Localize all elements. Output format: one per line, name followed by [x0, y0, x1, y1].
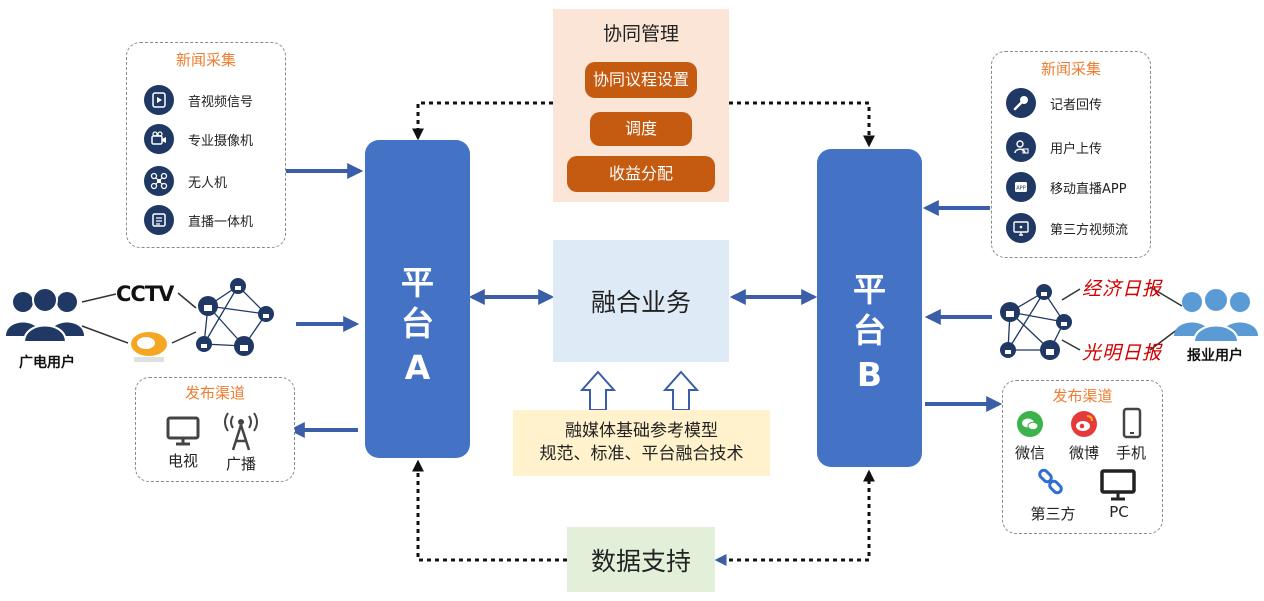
left-news-item: 无人机 — [144, 166, 227, 196]
pc-label: PC — [1109, 503, 1129, 521]
right-news-item: 用户上传 — [1006, 132, 1102, 162]
left-news-item: 直播一体机 — [144, 205, 253, 235]
platform-b: 平 台 B — [817, 149, 922, 467]
broadcast-users-icon — [6, 284, 84, 346]
link-icon — [1036, 467, 1066, 501]
right-network-icon — [994, 282, 1076, 370]
reference-model-line2: 规范、标准、平台融合技术 — [539, 444, 744, 464]
coordination-title: 协同管理 — [602, 23, 679, 45]
data-to-platform-a-link — [412, 459, 567, 562]
drone-icon — [144, 166, 174, 196]
data-support-box: 数据支持 — [567, 527, 715, 592]
right-publish-title: 发布渠道 — [1052, 387, 1113, 405]
coordination-panel: 协同管理 协同议程设置 调度 收益分配 — [553, 9, 729, 202]
right-news-item: 第三方视频流 — [1006, 213, 1128, 243]
fusion-business-box: 融合业务 — [553, 240, 729, 362]
right-news-item: APP 移动直播APP — [1006, 172, 1127, 202]
user-upload-icon — [1006, 132, 1036, 162]
right-news-title: 新闻采集 — [1040, 60, 1101, 78]
platform-a: 平 台 A — [365, 140, 470, 458]
revenue-sharing-pill: 收益分配 — [567, 156, 715, 192]
left-publish-panel: 发布渠道 电视 广播 — [135, 377, 295, 482]
tv-icon — [166, 416, 200, 450]
data-to-platform-b-link — [714, 469, 875, 566]
economic-daily-logo: 经济日报 — [1082, 278, 1163, 300]
ref-up-arrow-right — [662, 370, 700, 411]
tv-label: 电视 — [167, 452, 198, 470]
cctv-logo: CCTV — [116, 281, 180, 309]
right-news-item: 记者回传 — [1006, 88, 1102, 118]
coord-to-platform-a-link — [412, 101, 553, 141]
antenna-icon — [221, 412, 261, 456]
reference-model-line1: 融媒体基础参考模型 — [565, 421, 718, 441]
press-users-label: 报业用户 — [1187, 348, 1243, 364]
weibo-label: 微博 — [1068, 444, 1099, 462]
broadcast-users-label: 广电用户 — [19, 355, 75, 371]
phone-label: 手机 — [1115, 444, 1146, 462]
wechat-label: 微信 — [1014, 444, 1045, 462]
left-network-icon — [190, 278, 276, 366]
reference-model-box: 融媒体基础参考模型 规范、标准、平台融合技术 — [513, 410, 770, 476]
microphone-icon — [1006, 88, 1036, 118]
monitor-icon — [1100, 469, 1136, 505]
left-news-item: 专业摄像机 — [144, 124, 253, 154]
app-icon: APP — [1006, 172, 1036, 202]
wechat-icon — [1017, 411, 1043, 441]
third-party-label: 第三方 — [1030, 505, 1076, 523]
svg-text:APP: APP — [1016, 186, 1025, 192]
radio-label: 广播 — [225, 455, 256, 473]
right-news-collection-panel: 新闻采集 记者回传 用户上传 APP 移动直播APP 第三方视频流 — [991, 51, 1151, 258]
guangming-daily-logo: 光明日报 — [1082, 342, 1163, 364]
left-news-collection-panel: 新闻采集 音视频信号 专业摄像机 无人机 直播一体机 — [126, 42, 286, 248]
camera-icon — [144, 124, 174, 154]
screen-icon — [1006, 213, 1036, 243]
right-publish-panel: 发布渠道 微信 微博 手机 第三方 PC — [1002, 380, 1163, 534]
phone-icon — [1121, 407, 1143, 443]
video-signal-icon — [144, 85, 174, 115]
ref-up-arrow-left — [579, 370, 617, 411]
press-users-icon — [1174, 284, 1258, 346]
weibo-icon — [1071, 411, 1097, 441]
dispatch-pill: 调度 — [590, 112, 692, 146]
svg-text:CCTV: CCTV — [116, 282, 175, 305]
left-news-item: 音视频信号 — [144, 85, 253, 115]
tv-station-logo — [126, 330, 172, 368]
agenda-setting-pill: 协同议程设置 — [585, 62, 697, 98]
coord-to-platform-b-link — [729, 101, 875, 148]
broadcast-box-icon — [144, 205, 174, 235]
left-news-title: 新闻采集 — [175, 51, 236, 69]
left-publish-title: 发布渠道 — [184, 384, 245, 402]
